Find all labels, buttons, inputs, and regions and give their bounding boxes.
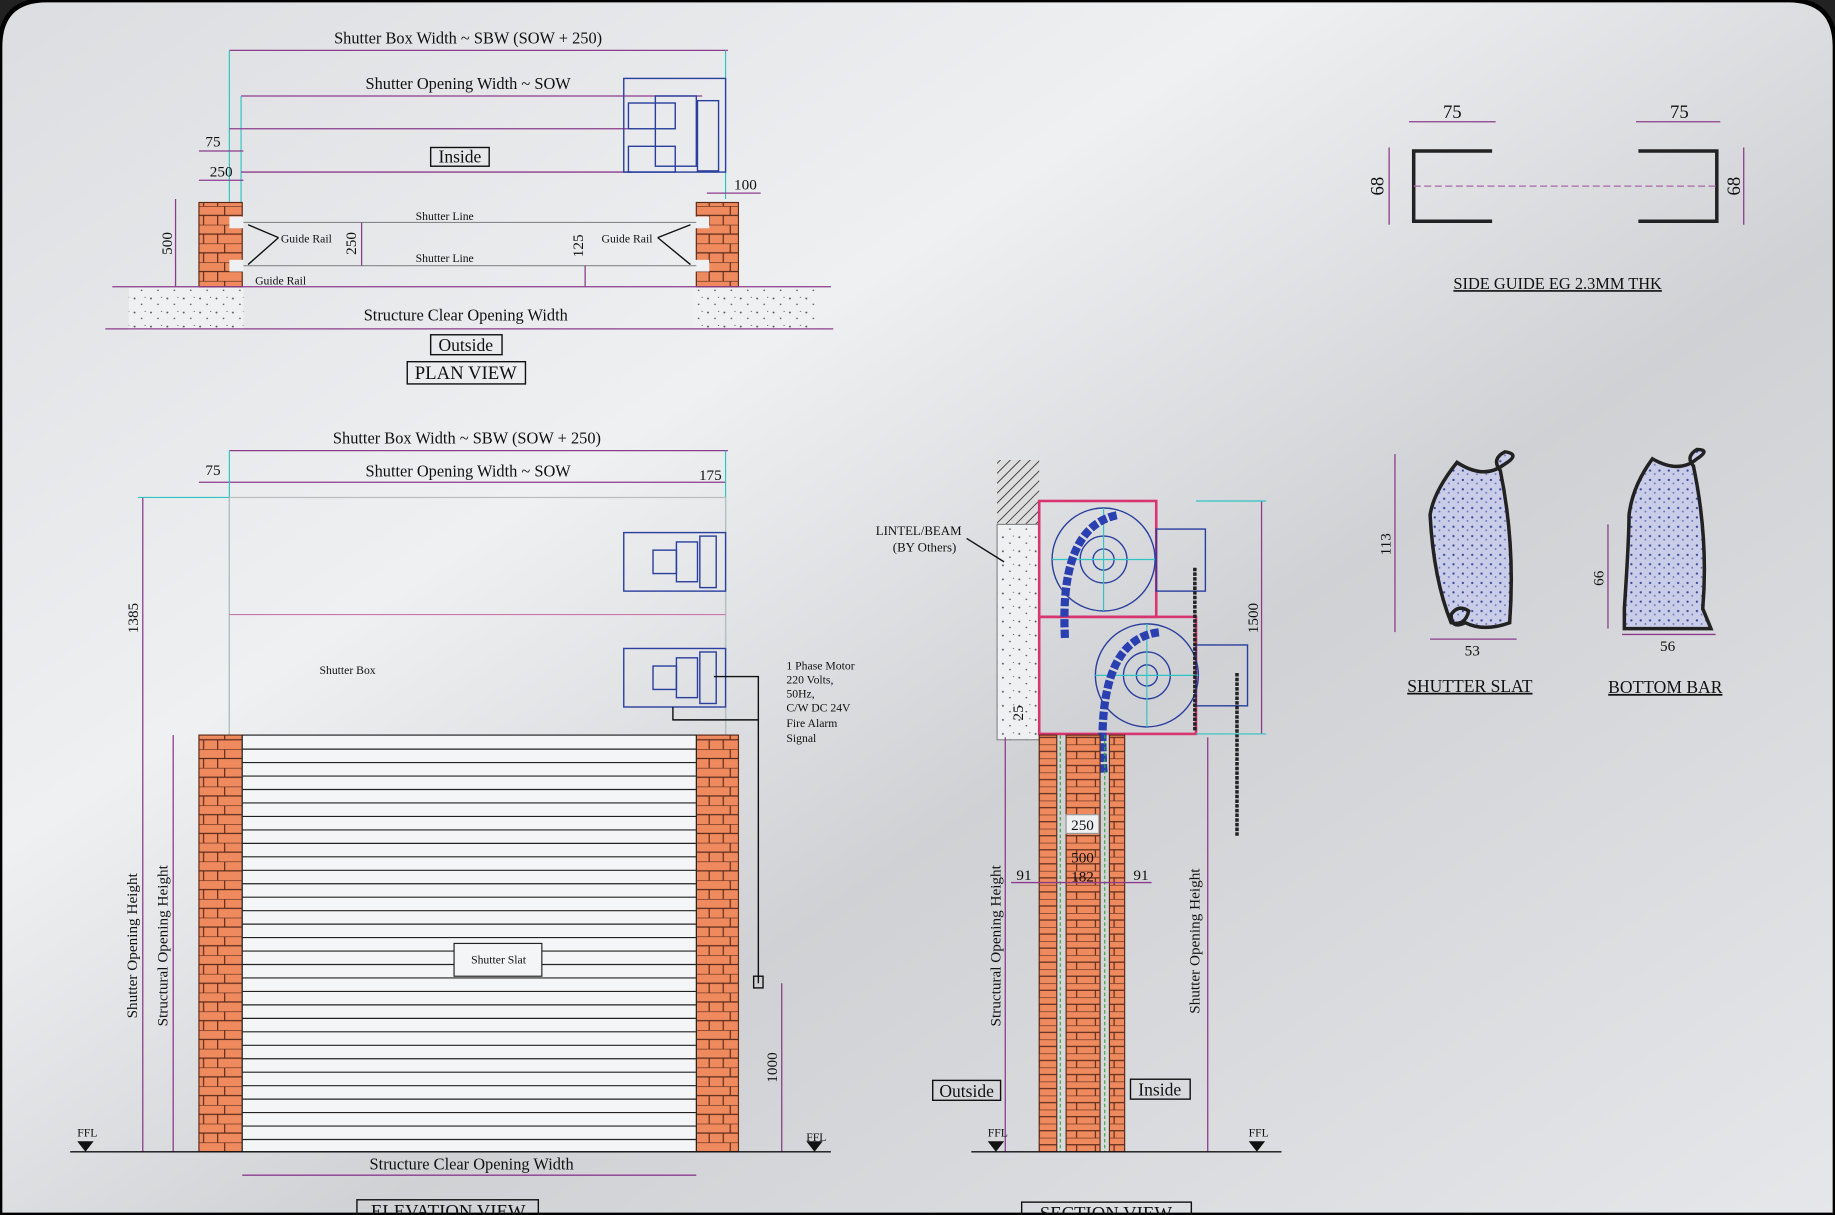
plan-dim-500: 500 <box>159 232 176 255</box>
slat-dim-53: 53 <box>1465 642 1480 659</box>
section-ffl-left: FFL <box>988 1127 1008 1140</box>
side-guide-dim-75-right: 75 <box>1670 102 1689 123</box>
elev-right-wall <box>695 734 740 1153</box>
svg-text:Signal: Signal <box>786 732 817 745</box>
plan-dim-125: 125 <box>570 234 587 257</box>
plan-dim-75: 75 <box>205 133 220 150</box>
plan-view: Shutter Box Width ~ SBW (SOW + 250) Shut… <box>105 28 834 385</box>
section-outside-label: Outside <box>939 1081 994 1101</box>
plan-shutter-line-2: Shutter Line <box>416 252 474 265</box>
elev-stoh-label: Structural Opening Height <box>154 864 171 1026</box>
elevation-view: Shutter Box Width ~ SBW (SOW + 250) Shut… <box>70 429 855 1215</box>
plan-motor-assembly <box>623 77 727 173</box>
plan-view-title: PLAN VIEW <box>415 363 517 384</box>
elev-motor-assemblies <box>623 531 727 708</box>
plan-dim-250: 250 <box>210 164 233 181</box>
elevation-view-title: ELEVATION VIEW <box>371 1201 526 1215</box>
plan-scow-label: Structure Clear Opening Width <box>364 306 568 325</box>
bottom-bar-dim-56: 56 <box>1660 638 1676 655</box>
bottom-bar-title: BOTTOM BAR <box>1608 677 1723 697</box>
section-view-title: SECTION VIEW <box>1040 1204 1173 1215</box>
section-dim-91-left: 91 <box>1016 867 1031 884</box>
side-guide-title: SIDE GUIDE EG 2.3MM THK <box>1453 274 1662 293</box>
lintel-by-others-label: (BY Others) <box>893 540 956 554</box>
section-dim-182: 182 <box>1071 868 1094 885</box>
bottom-bar-dim-66: 66 <box>1590 570 1607 586</box>
elev-dim-1000: 1000 <box>764 1052 781 1083</box>
shutter-slat-title: SHUTTER SLAT <box>1407 676 1533 696</box>
section-dim-25: 25 <box>1010 705 1027 720</box>
plan-guide-rail-bottom: Guide Rail <box>255 274 307 287</box>
side-guide-dim-75-left: 75 <box>1443 102 1462 123</box>
elev-ffl-left: FFL <box>77 1127 97 1140</box>
section-soh-label: Shutter Opening Height <box>1187 868 1204 1014</box>
section-inside-label: Inside <box>1138 1080 1181 1100</box>
lintel-label: LINTEL/BEAM <box>876 524 962 538</box>
slat-details: 113 53 SHUTTER SLAT 66 56 BOTTOM BAR <box>1377 447 1723 697</box>
section-ffl-right: FFL <box>1249 1127 1269 1140</box>
shutter-slats <box>242 748 697 1141</box>
plan-right-wall <box>695 201 740 288</box>
section-dim-91-right: 91 <box>1133 867 1148 884</box>
plan-dim-250b: 250 <box>343 232 360 255</box>
svg-text:1 Phase Motor: 1 Phase Motor <box>786 660 854 673</box>
elev-sow-label: Shutter Opening Width ~ SOW <box>365 461 571 480</box>
plan-outside-label: Outside <box>438 335 493 355</box>
section-dim-1500: 1500 <box>1245 602 1262 633</box>
elev-dim-175: 175 <box>699 467 722 484</box>
svg-text:C/W DC 24V: C/W DC 24V <box>786 702 851 715</box>
elev-left-wall <box>198 734 243 1153</box>
section-dim-250: 250 <box>1071 817 1094 834</box>
svg-text:Fire Alarm: Fire Alarm <box>786 717 837 730</box>
elev-sbw-label: Shutter Box Width ~ SBW (SOW + 250) <box>333 429 601 448</box>
plan-shutter-line-1: Shutter Line <box>416 210 474 223</box>
elev-ffl-right: FFL <box>806 1131 826 1144</box>
plan-left-wall <box>198 201 243 288</box>
section-stoh-label: Structural Opening Height <box>988 864 1005 1026</box>
plan-sow-label: Shutter Opening Width ~ SOW <box>365 74 571 93</box>
elev-soh-label: Shutter Opening Height <box>124 872 141 1018</box>
slat-dim-113: 113 <box>1377 533 1394 555</box>
plan-guide-rail-right: Guide Rail <box>602 232 654 245</box>
shutter-slat-label: Shutter Slat <box>471 953 527 966</box>
svg-text:220 Volts,: 220 Volts, <box>786 674 833 687</box>
side-guide-detail: 75 75 68 68 SIDE GUIDE EG 2.3MM THK <box>1367 102 1745 293</box>
motor-spec-note: 1 Phase Motor 220 Volts, 50Hz, C/W DC 24… <box>786 660 854 746</box>
section-view: LINTEL/BEAM (BY Others) 25 1500 250 500 … <box>876 460 1282 1215</box>
plan-sbw-label: Shutter Box Width ~ SBW (SOW + 250) <box>334 28 602 47</box>
elev-scow-label: Structure Clear Opening Width <box>370 1154 574 1173</box>
side-guide-dim-68-right: 68 <box>1724 177 1745 196</box>
plan-dim-100: 100 <box>734 177 757 194</box>
elev-dim-75: 75 <box>205 462 220 479</box>
plan-inside-label: Inside <box>438 147 481 167</box>
plan-guide-rail-left: Guide Rail <box>281 232 333 245</box>
shutter-box-label: Shutter Box <box>319 664 375 677</box>
svg-text:50Hz,: 50Hz, <box>786 688 814 701</box>
section-dim-500: 500 <box>1071 850 1094 867</box>
elev-dim-1385: 1385 <box>125 603 142 633</box>
side-guide-dim-68-left: 68 <box>1367 177 1388 196</box>
